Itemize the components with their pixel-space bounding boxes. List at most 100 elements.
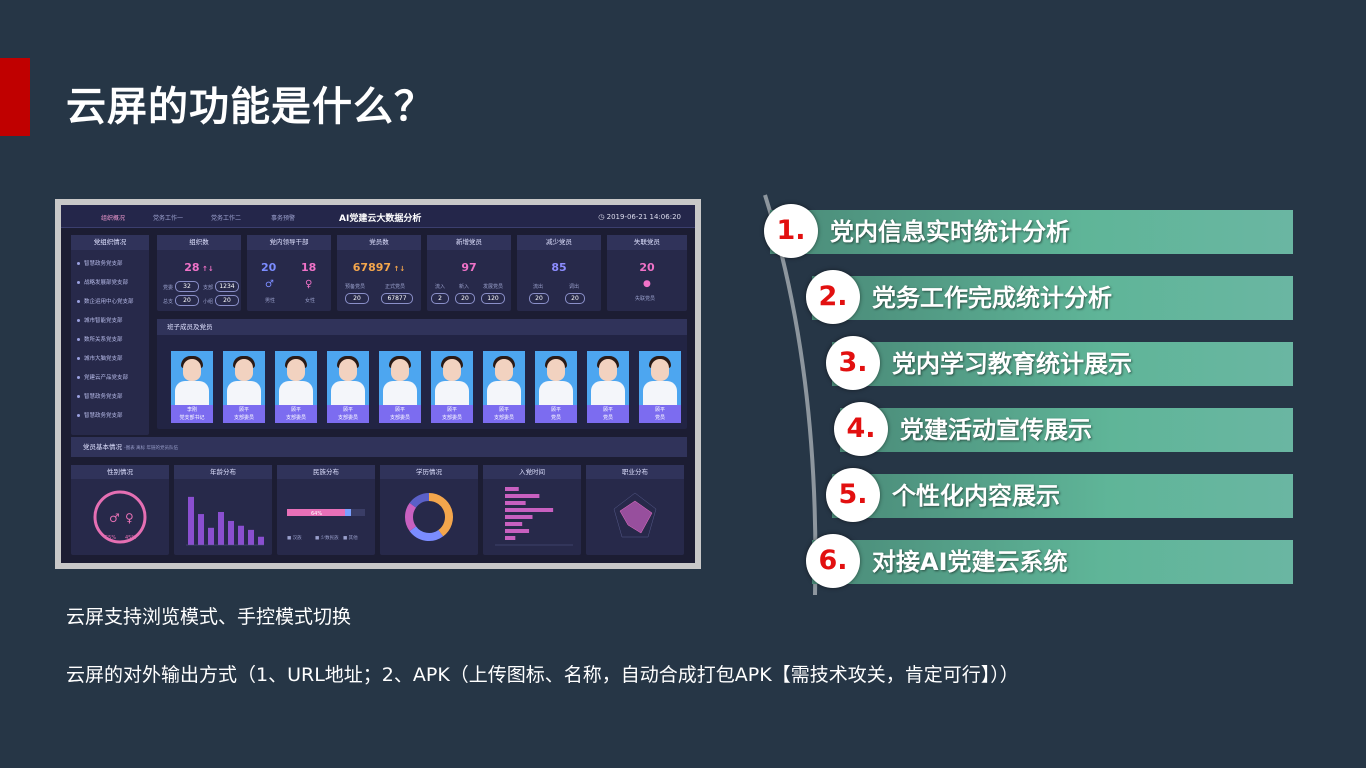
feature-item: 6.对接AI党建云系统 xyxy=(806,534,1293,588)
sidebar-item[interactable]: 智慧政务党支部 xyxy=(77,392,123,400)
stat-pill: 67877 xyxy=(381,293,413,304)
stat-label: 小组 xyxy=(203,299,214,305)
feature-item: 4.党建活动宣传展示 xyxy=(834,402,1293,456)
feature-bar xyxy=(770,210,1293,254)
chart-title: 职业分布 xyxy=(586,465,684,479)
portrait-body xyxy=(227,381,261,405)
member-name: 顾平 xyxy=(446,407,457,413)
tab-party-work-1[interactable]: 党务工作一 xyxy=(153,215,184,222)
member-role: 支部委员 xyxy=(389,415,410,421)
member-role: 支部委员 xyxy=(441,415,462,421)
team-title: 班子成员及党员 xyxy=(157,319,687,335)
tab-affairs-alert[interactable]: 事务预警 xyxy=(271,215,296,222)
stat-label: 女性 xyxy=(305,298,316,304)
portrait-face xyxy=(495,359,513,381)
chart-svg xyxy=(613,492,657,538)
portrait-body xyxy=(591,381,625,405)
sidebar-item[interactable]: 数所关系党支部 xyxy=(77,335,123,343)
feature-text: 个性化内容展示 xyxy=(892,482,1060,510)
sidebar-item[interactable]: 数企运用中心党支部 xyxy=(77,297,134,305)
male-icon: ♂ xyxy=(265,279,274,290)
chart-panel: 入党时间 xyxy=(483,465,581,555)
feature-number: 6. xyxy=(806,534,860,588)
stat-card-members: 党员数 67897 ↑↓ 预备党员 正式党员 20 67877 xyxy=(337,235,421,311)
team-member-card[interactable]: 顾平党员 xyxy=(587,351,629,423)
age-bar xyxy=(208,527,214,545)
feature-item: 2.党务工作完成统计分析 xyxy=(806,270,1293,324)
age-bar xyxy=(228,520,234,545)
tab-org-overview[interactable]: 组织概况 xyxy=(101,215,126,222)
feature-number: 5. xyxy=(826,468,880,522)
portrait-face xyxy=(287,359,305,381)
stat-pill: 20 xyxy=(215,295,239,306)
member-caption: 顾平支部委员 xyxy=(483,405,525,423)
radar-grid xyxy=(613,492,657,538)
feature-text: 党务工作完成统计分析 xyxy=(872,284,1112,312)
stat-pill: 20 xyxy=(345,293,369,304)
join-time-bar xyxy=(505,515,533,519)
stat-value: 67897 ↑↓ xyxy=(352,261,406,274)
stat-pill: 120 xyxy=(481,293,505,304)
stat-head: 党员数 xyxy=(337,235,421,250)
member-caption: 顾平党员 xyxy=(535,405,577,423)
chart-panel: 学历情况 xyxy=(380,465,478,555)
dashboard-title: AI党建云大数据分析 xyxy=(339,214,422,224)
sidebar-title: 党组织情况 xyxy=(71,235,149,250)
stat-value-male: 20 xyxy=(261,261,277,274)
team-member-card[interactable]: 顾平支部委员 xyxy=(379,351,421,423)
stat-card-cadre: 党内领导干部 20 18 ♂ ♀ 男性 女性 xyxy=(247,235,331,311)
portrait-body xyxy=(175,381,209,405)
note-browse-mode: 云屏支持浏览模式、手控模式切换 xyxy=(66,606,352,628)
ethnic-legend: ■ 汉族 xyxy=(287,534,302,541)
feature-text: 党内学习教育统计展示 xyxy=(892,350,1132,378)
member-role: 党支部书记 xyxy=(179,415,205,421)
team-member-card[interactable]: 顾平党员 xyxy=(639,351,681,423)
age-bar xyxy=(198,514,204,545)
stat-pill: 1234 xyxy=(215,281,239,292)
stat-label: 支部 xyxy=(203,285,214,291)
portrait-face xyxy=(235,359,253,381)
feature-bar xyxy=(812,276,1293,320)
gender-ring xyxy=(93,490,147,544)
stat-label: 正式党员 xyxy=(385,284,406,290)
team-member-card[interactable]: 顾平党员 xyxy=(535,351,577,423)
clock-icon: ◷ xyxy=(598,213,607,221)
sidebar-item[interactable]: 城市智能党支部 xyxy=(77,316,123,324)
team-member-card[interactable]: 李刚党支部书记 xyxy=(171,351,213,423)
dashboard-topbar: 组织概况 党务工作一 党务工作二 事务预警 AI党建云大数据分析 ◷ 2019-… xyxy=(61,205,695,228)
stat-label: 发展党员 xyxy=(483,284,504,290)
stat-value-female: 18 xyxy=(301,261,317,274)
member-name: 顾平 xyxy=(654,407,665,413)
sidebar-item[interactable]: 战略发展部党支部 xyxy=(77,278,128,286)
male-figure-icon: ♂ xyxy=(109,511,120,525)
feature-item: 1.党内信息实时统计分析 xyxy=(764,204,1293,258)
ethnic-legend: ■ 其他 xyxy=(343,534,358,541)
member-caption: 顾平支部委员 xyxy=(379,405,421,423)
stat-pill: 20 xyxy=(529,293,549,304)
chart-title: 年龄分布 xyxy=(174,465,272,479)
member-role: 支部委员 xyxy=(285,415,306,421)
team-member-card[interactable]: 顾平支部委员 xyxy=(327,351,369,423)
join-time-bar xyxy=(505,487,519,491)
tab-party-work-2[interactable]: 党务工作二 xyxy=(211,215,242,222)
team-member-card[interactable]: 顾平支部委员 xyxy=(223,351,265,423)
chart-svg: 64%■ 汉族■ 少数民族■ 其他 xyxy=(287,509,365,541)
team-member-card[interactable]: 顾平支部委员 xyxy=(431,351,473,423)
sidebar-item[interactable]: 城市大脑党支部 xyxy=(77,354,123,362)
sidebar-item[interactable]: 智慧政务党支部 xyxy=(77,411,123,419)
stat-value: 85 xyxy=(551,261,567,274)
portrait-body xyxy=(539,381,573,405)
stat-head: 减少党员 xyxy=(517,235,601,250)
member-role: 党员 xyxy=(550,415,561,421)
sidebar-panel: 党组织情况 智慧政务党支部 战略发展部党支部 数企运用中心党支部 城市智能党支部… xyxy=(71,235,149,435)
sidebar-item[interactable]: 智慧政务党支部 xyxy=(77,259,123,267)
team-member-card[interactable]: 顾平支部委员 xyxy=(483,351,525,423)
sidebar-item[interactable]: 党建云产品党支部 xyxy=(77,373,128,381)
age-bar xyxy=(238,525,244,545)
stat-label: 总支 xyxy=(163,299,174,305)
feature-text: 党内信息实时统计分析 xyxy=(830,218,1070,246)
member-caption: 顾平党员 xyxy=(639,405,681,423)
team-member-card[interactable]: 顾平支部委员 xyxy=(275,351,317,423)
stat-label: 失联党员 xyxy=(635,296,656,302)
